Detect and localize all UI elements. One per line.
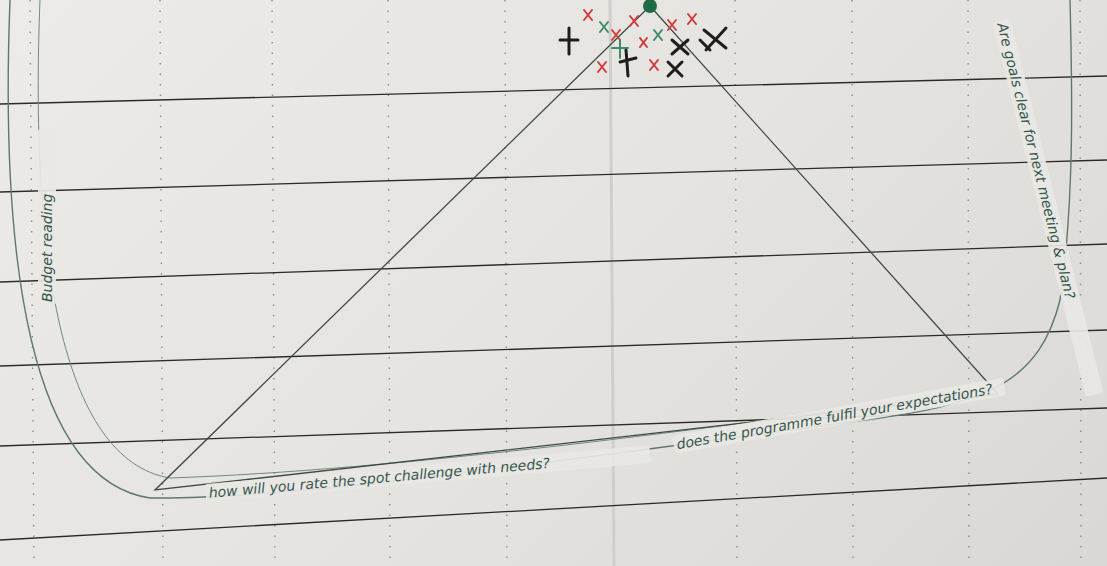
handwritten-note: how will you rate the spot challenge wit… — [205, 445, 651, 502]
ruled-lines — [0, 76, 1107, 540]
handwritten-note: does the programme fulfil your expectati… — [672, 378, 1006, 454]
handwritten-note: Budget reading — [38, 129, 56, 305]
outer-curve — [8, 0, 1071, 498]
vote-crosses — [560, 10, 726, 76]
apex-dot — [643, 0, 657, 13]
paper-fold — [610, 0, 614, 566]
dotted-guides — [30, 0, 1081, 566]
handwritten-note: Are goals clear for next meeting & plan? — [992, 18, 1103, 397]
